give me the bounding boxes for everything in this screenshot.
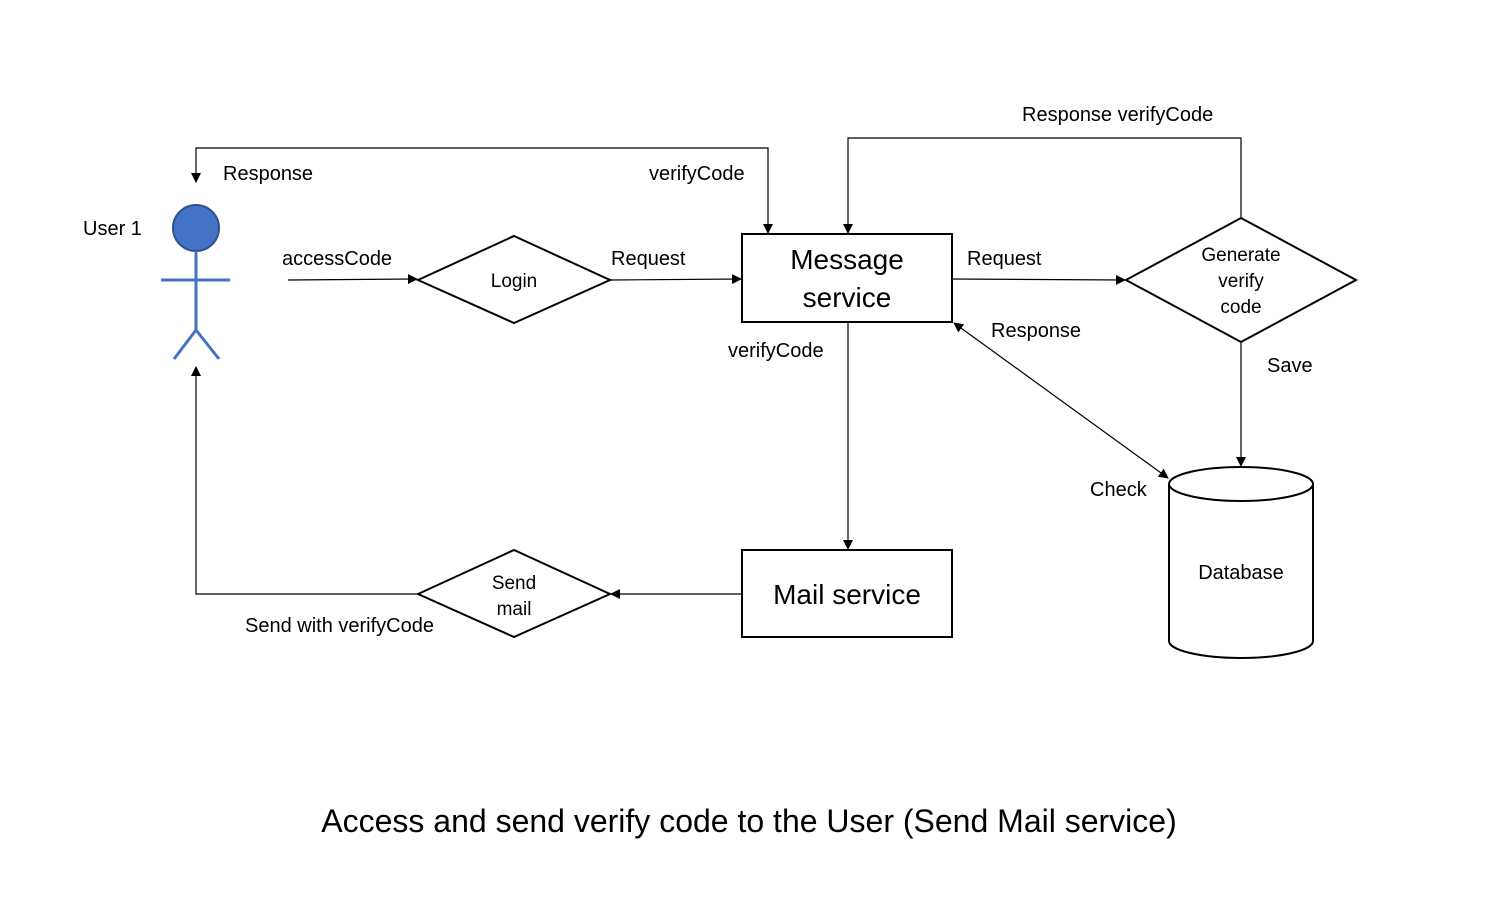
- actor-right-leg: [194, 329, 221, 360]
- generate-label-line2: verify: [1218, 271, 1264, 292]
- edge-label-check: Check: [1090, 479, 1148, 501]
- edge-label-request-2: Request: [967, 248, 1042, 270]
- message-service-label-line1: Message: [790, 244, 904, 275]
- edge-label-request-1: Request: [611, 248, 686, 270]
- actor-label: User 1: [83, 218, 142, 240]
- mail-service-label: Mail service: [773, 579, 921, 610]
- message-service-node: [741, 233, 953, 323]
- diagram-caption: Access and send verify code to the User …: [321, 803, 1176, 839]
- database-node: [1168, 466, 1314, 659]
- edge-message-database-check: [953, 322, 1169, 479]
- edge-label-response-db: Response: [991, 320, 1081, 342]
- edge-message-to-generate: [951, 274, 1126, 285]
- send-mail-label-line2: mail: [497, 599, 532, 620]
- actor-left-leg: [172, 329, 198, 360]
- generate-verify-code-node: [1123, 216, 1359, 344]
- edge-label-accesscode: accessCode: [282, 248, 392, 270]
- edge-send-mail-to-user: [191, 366, 418, 595]
- edge-generate-to-message-response: [843, 137, 1242, 234]
- user-1-actor: [161, 204, 230, 360]
- edge-label-response-verifycode: Response verifyCode: [1022, 104, 1213, 126]
- edge-label-response-user: Response: [223, 163, 313, 185]
- edge-user-to-login: [287, 274, 418, 285]
- edge-login-to-message-service: [609, 274, 742, 285]
- database-label: Database: [1198, 562, 1284, 584]
- login-label: Login: [491, 271, 538, 292]
- edge-label-verifycode-top: verifyCode: [649, 163, 745, 185]
- send-mail-label-line1: Send: [492, 573, 536, 594]
- message-service-label-line2: service: [803, 282, 892, 313]
- edge-label-save: Save: [1267, 355, 1313, 377]
- edge-message-to-user-response: [191, 147, 773, 234]
- edge-label-verifycode-down: verifyCode: [728, 340, 824, 362]
- edge-label-send-with-verifycode: Send with verifyCode: [245, 615, 434, 637]
- generate-label-line1: Generate: [1201, 245, 1280, 266]
- actor-head: [172, 204, 220, 252]
- generate-label-line3: code: [1220, 297, 1261, 318]
- mail-service-node: [741, 549, 953, 638]
